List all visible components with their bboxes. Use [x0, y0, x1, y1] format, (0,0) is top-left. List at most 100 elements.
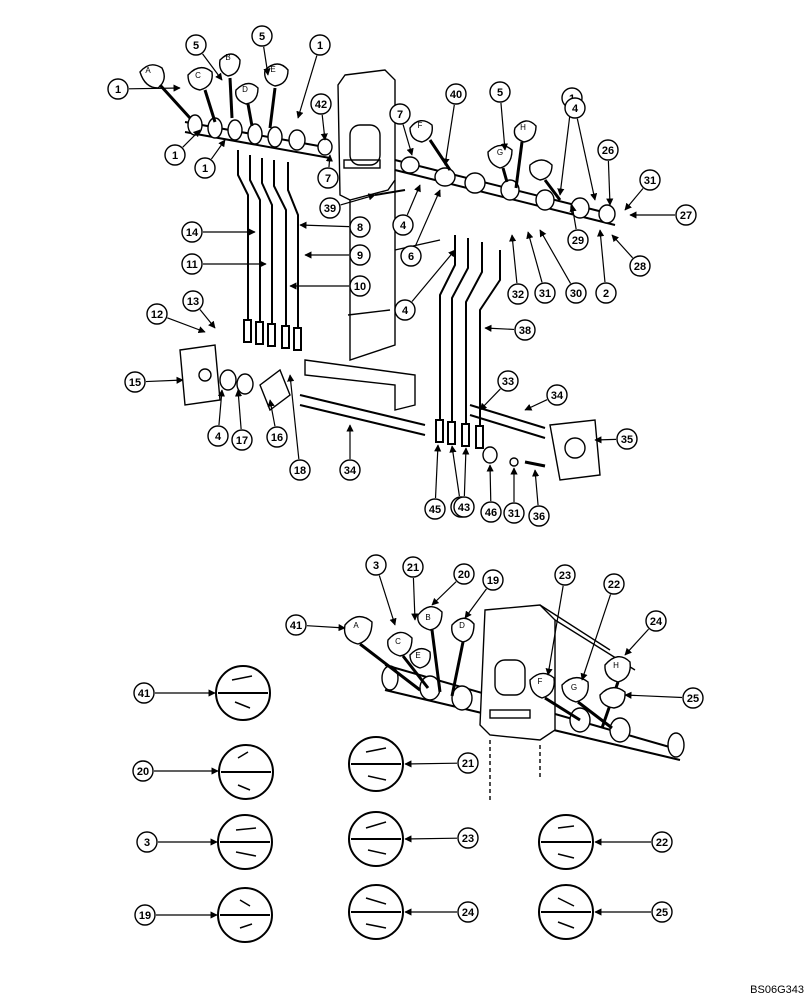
callout-leader-33 [479, 388, 501, 411]
callout-label-34: 34 [344, 465, 357, 477]
callout-bubble-28 [629, 255, 651, 277]
callout-bubble-38 [514, 319, 536, 341]
callout-label-4: 4 [400, 220, 407, 232]
callout-bubble-42 [310, 93, 332, 115]
callout-label-43: 43 [458, 502, 470, 514]
callout-label-4: 4 [402, 305, 409, 317]
callout-bubble-9 [349, 244, 371, 266]
callout-bubble-40 [445, 83, 467, 105]
callout-bubble-19 [482, 569, 504, 591]
callout-label-4: 4 [215, 431, 222, 443]
right-knobs [409, 120, 562, 201]
decal-23 [348, 811, 404, 867]
callout-bubble-14 [181, 221, 203, 243]
callout-leader-19 [464, 588, 487, 619]
callout-leader-1 [557, 108, 572, 196]
callout-leader-29 [569, 204, 577, 230]
callout-label-6: 6 [408, 251, 414, 263]
callout-bubble-21 [457, 752, 479, 774]
callout-label-40: 40 [450, 89, 462, 101]
decal-22 [538, 814, 594, 870]
decal-19 [217, 887, 273, 943]
callout-bubble-25 [651, 901, 673, 923]
callout-leader-24 [624, 628, 650, 656]
callout-bubble-31 [534, 282, 556, 304]
callout-bubble-23 [457, 827, 479, 849]
callout-leader-40 [442, 104, 455, 166]
callout-leader-7 [402, 124, 414, 156]
callout-bubble-21 [402, 556, 424, 578]
decal-41 [215, 665, 271, 721]
callout-leader-23 [404, 835, 458, 843]
knob-letter-B: B [225, 53, 230, 62]
callout-leader-43 [462, 447, 470, 497]
callout-label-23: 23 [462, 833, 474, 845]
callout-label-28: 28 [634, 261, 646, 273]
callout-leader-22 [580, 594, 612, 681]
callout-leader-21 [411, 577, 419, 621]
callout-leader-18 [287, 374, 300, 460]
knob-letter-A: A [145, 66, 151, 75]
callout-bubble-1 [309, 34, 331, 56]
callout-leader-2 [597, 229, 606, 283]
decal-21 [348, 736, 404, 792]
exploded-view [139, 53, 616, 481]
callout-label-25: 25 [687, 693, 699, 705]
callout-bubble-4 [394, 299, 416, 321]
callout-bubble-1 [194, 157, 216, 179]
callout-label-13: 13 [187, 296, 199, 308]
callout-label-39: 39 [324, 203, 336, 215]
callout-bubble-17 [231, 429, 253, 451]
callout-leader-45 [434, 444, 442, 499]
callout-label-27: 27 [680, 210, 692, 222]
callout-bubble-31 [503, 502, 525, 524]
knob-letter-F: F [418, 121, 423, 130]
callout-label-20: 20 [137, 766, 149, 778]
callout-leader-41 [306, 624, 346, 632]
callout-label-1: 1 [202, 163, 208, 175]
callout-leader-42 [320, 114, 328, 141]
callout-label-22: 22 [608, 579, 620, 591]
callout-label-1: 1 [115, 84, 121, 96]
callout-leader-38 [484, 324, 515, 332]
callout-bubble-39 [319, 197, 341, 219]
callout-label-7: 7 [325, 173, 331, 185]
callout-label-4: 4 [572, 103, 579, 115]
callout-label-21: 21 [462, 758, 474, 770]
callout-label-46: 46 [485, 507, 497, 519]
callout-bubble-3 [365, 554, 387, 576]
callout-label-5: 5 [259, 31, 265, 43]
callout-label-31: 31 [644, 175, 656, 187]
callout-label-19: 19 [139, 910, 151, 922]
callout-bubble-41 [285, 614, 307, 636]
callout-layer: 1551142774051412631273946282981491110323… [107, 25, 704, 926]
callout-leader-5 [202, 53, 223, 81]
callout-bubble-3 [136, 831, 158, 853]
callout-label-3: 3 [144, 837, 150, 849]
callout-bubble-29 [567, 229, 589, 251]
callout-leader-8 [299, 221, 350, 229]
callout-label-7: 7 [397, 109, 403, 121]
callout-label-5: 5 [193, 40, 199, 52]
callout-label-2: 2 [603, 288, 609, 300]
decal-circles [215, 665, 594, 943]
callout-bubble-1 [107, 78, 129, 100]
callout-label-8: 8 [357, 222, 363, 234]
callout-leader-30 [539, 229, 572, 284]
callout-label-29: 29 [572, 235, 584, 247]
callout-label-22: 22 [656, 837, 668, 849]
callout-bubble-23 [554, 564, 576, 586]
callout-bubble-20 [453, 563, 475, 585]
callout-bubble-6 [400, 245, 422, 267]
callout-label-42: 42 [315, 99, 327, 111]
callout-label-34: 34 [551, 390, 564, 402]
callout-label-1: 1 [172, 150, 178, 162]
callout-bubble-13 [182, 290, 204, 312]
callout-label-10: 10 [354, 281, 366, 293]
callout-leader-16 [267, 399, 276, 427]
callout-label-23: 23 [559, 570, 571, 582]
callout-leader-4 [411, 249, 456, 302]
callout-label-38: 38 [519, 325, 531, 337]
callout-bubble-33 [497, 370, 519, 392]
